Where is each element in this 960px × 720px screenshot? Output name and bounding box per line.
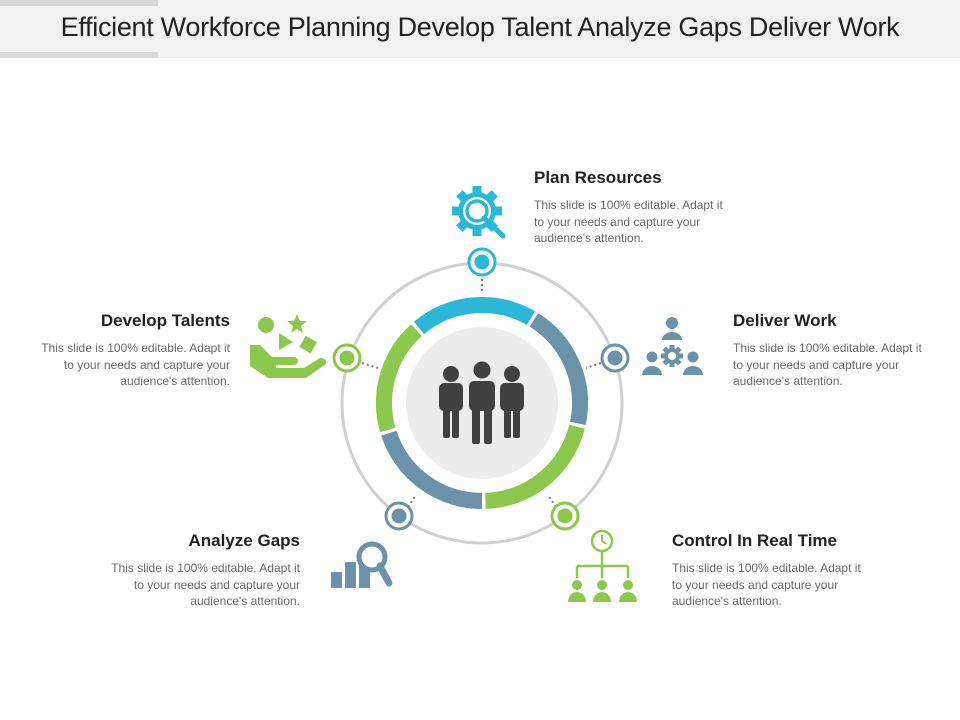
segment-ring [376, 297, 588, 509]
chart-magnifier-icon [331, 541, 393, 588]
item-description: This slide is 100% editable. Adapt it to… [41, 341, 230, 388]
page-title: Efficient Workforce Planning Develop Tal… [60, 12, 900, 42]
title-bar: Efficient Workforce Planning Develop Tal… [0, 0, 960, 58]
gear-magnifier-icon [452, 186, 506, 239]
node-analyze-gaps [384, 501, 414, 531]
item-heading: Analyze Gaps [188, 531, 301, 550]
item-description: This slide is 100% editable. Adapt it to… [733, 341, 922, 388]
connector-lines [361, 274, 602, 508]
item-analyze-gaps: Analyze Gaps This slide is 100% editable… [100, 531, 300, 610]
item-develop-talents: Develop Talents This slide is 100% edita… [30, 311, 230, 390]
item-description: This slide is 100% editable. Adapt it to… [534, 198, 723, 245]
segment-control [484, 424, 585, 509]
team-gear-icon [642, 317, 703, 375]
item-heading: Develop Talents [100, 311, 230, 330]
node-develop-talents [332, 343, 362, 373]
clock-hierarchy-icon [568, 529, 637, 602]
segment-analyze-gaps [381, 430, 483, 509]
title-accent [0, 52, 158, 58]
item-deliver-work: Deliver Work This slide is 100% editable… [733, 311, 933, 390]
people-group-icon [439, 359, 524, 444]
item-heading: Plan Resources [534, 168, 662, 187]
segment-deliver-work [529, 313, 588, 426]
title-accent [0, 0, 158, 6]
segment-develop-talents [376, 324, 422, 433]
node-plan-resources [467, 247, 497, 277]
item-plan-resources: Plan Resources This slide is 100% editab… [534, 168, 734, 247]
hand-shapes-icon [250, 314, 327, 378]
item-description: This slide is 100% editable. Adapt it to… [672, 561, 861, 608]
node-deliver-work [600, 343, 630, 373]
node-control-real-time [550, 501, 580, 531]
segment-plan-resources [413, 297, 535, 335]
item-control-real-time: Control In Real Time This slide is 100% … [672, 531, 872, 610]
item-heading: Deliver Work [733, 311, 837, 330]
item-heading: Control In Real Time [672, 531, 837, 550]
item-description: This slide is 100% editable. Adapt it to… [111, 561, 300, 608]
